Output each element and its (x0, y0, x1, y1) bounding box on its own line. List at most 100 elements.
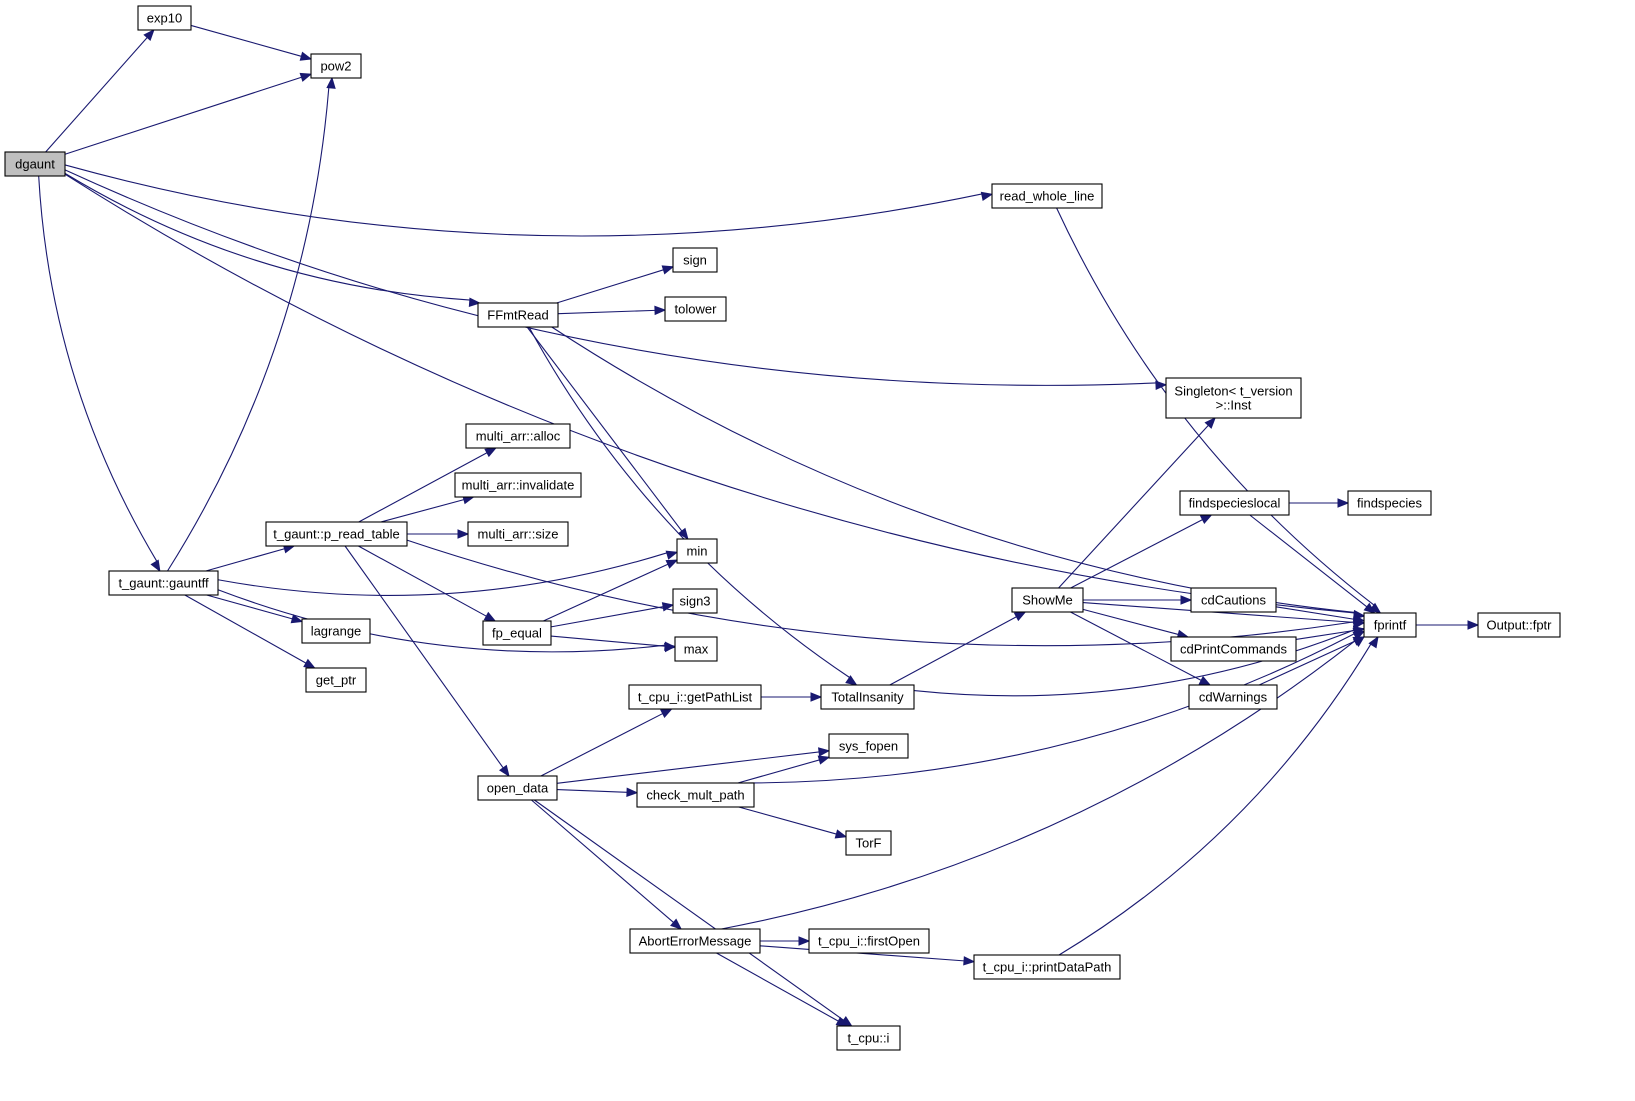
node-box[interactable] (305, 667, 367, 693)
edge-ShowMe-to-cdCautions (1082, 595, 1193, 605)
node-box[interactable] (454, 472, 582, 498)
node-box[interactable] (1170, 636, 1297, 662)
node-cdWarnings[interactable]: cdWarnings (1188, 684, 1278, 710)
arrowhead-icon (664, 641, 677, 651)
node-box[interactable] (628, 684, 762, 710)
edge-fp_equal-to-sign3 (550, 602, 675, 628)
arrowhead-icon (845, 675, 858, 686)
node-multi_arr_alloc[interactable]: multi_arr::alloc (465, 423, 571, 449)
arrowhead-icon (299, 72, 313, 82)
node-max[interactable]: max (674, 636, 718, 662)
node-read_whole_line[interactable]: read_whole_line (991, 183, 1103, 209)
node-cdPrintCommands[interactable]: cdPrintCommands (1170, 636, 1297, 662)
arrowhead-icon (290, 614, 304, 624)
node-TotalInsanity[interactable]: TotalInsanity (820, 684, 915, 710)
node-label: read_whole_line (1000, 189, 1095, 204)
node-TorF[interactable]: TorF (845, 830, 892, 856)
node-printDataPath[interactable]: t_cpu_i::printDataPath (973, 954, 1121, 980)
node-lagrange[interactable]: lagrange (301, 618, 371, 644)
node-box[interactable] (629, 928, 761, 954)
node-dgaunt[interactable]: dgaunt (4, 151, 66, 177)
edge-dgaunt-to-pow2 (64, 72, 313, 155)
node-box[interactable] (482, 620, 552, 646)
node-box[interactable] (1188, 684, 1278, 710)
node-box[interactable] (477, 775, 558, 801)
node-getPathList[interactable]: t_cpu_i::getPathList (628, 684, 762, 710)
node-pow2[interactable]: pow2 (310, 53, 362, 79)
node-box[interactable] (664, 296, 727, 322)
node-box[interactable] (265, 521, 408, 547)
node-box[interactable] (310, 53, 362, 79)
node-sign[interactable]: sign (672, 247, 718, 273)
node-box[interactable] (636, 782, 755, 808)
node-box[interactable] (672, 247, 718, 273)
edge-cdPrintCommands-to-fprintf (1295, 625, 1366, 640)
node-gauntff[interactable]: t_gaunt::gauntff (108, 570, 219, 596)
arrowhead-icon (457, 529, 470, 539)
node-min[interactable]: min (676, 538, 718, 564)
node-label: dgaunt (15, 157, 55, 172)
node-box[interactable] (820, 684, 915, 710)
arrowhead-icon (1013, 611, 1027, 622)
node-ShowMe[interactable]: ShowMe (1011, 587, 1084, 613)
node-box[interactable] (828, 733, 909, 759)
node-box[interactable] (1011, 587, 1084, 613)
node-label: lagrange (311, 624, 362, 639)
node-box[interactable] (1179, 490, 1290, 516)
node-box[interactable] (1165, 377, 1302, 419)
node-box[interactable] (676, 538, 718, 564)
node-open_data[interactable]: open_data (477, 775, 558, 801)
edge-p_read_table-to-open_data (344, 545, 510, 778)
node-firstOpen[interactable]: t_cpu_i::firstOpen (808, 928, 930, 954)
node-FFmtRead[interactable]: FFmtRead (477, 302, 559, 328)
node-sign3[interactable]: sign3 (672, 588, 718, 614)
node-box[interactable] (808, 928, 930, 954)
edge-line (64, 172, 471, 301)
arrowhead-icon (665, 550, 679, 560)
node-findspecieslocal[interactable]: findspecieslocal (1179, 490, 1290, 516)
edge-FFmtRead-to-tolower (557, 305, 667, 316)
edge-line (64, 169, 1157, 386)
node-box[interactable] (1347, 490, 1432, 516)
node-fp_equal[interactable]: fp_equal (482, 620, 552, 646)
node-box[interactable] (4, 151, 66, 177)
node-multi_arr_invalidate[interactable]: multi_arr::invalidate (454, 472, 582, 498)
node-findspecies[interactable]: findspecies (1347, 490, 1432, 516)
arrowhead-icon (1467, 620, 1480, 630)
node-p_read_table[interactable]: t_gaunt::p_read_table (265, 521, 408, 547)
node-box[interactable] (674, 636, 718, 662)
node-box[interactable] (137, 5, 192, 31)
node-box[interactable] (465, 423, 571, 449)
node-get_ptr[interactable]: get_ptr (305, 667, 367, 693)
node-exp10[interactable]: exp10 (137, 5, 192, 31)
node-output_fptr[interactable]: Output::fptr (1477, 612, 1561, 638)
node-check_mult_path[interactable]: check_mult_path (636, 782, 755, 808)
node-box[interactable] (301, 618, 371, 644)
node-box[interactable] (1477, 612, 1561, 638)
node-box[interactable] (477, 302, 559, 328)
node-box[interactable] (845, 830, 892, 856)
node-tolower[interactable]: tolower (664, 296, 727, 322)
node-box[interactable] (836, 1025, 901, 1051)
node-box[interactable] (108, 570, 219, 596)
node-AbortErrorMessage[interactable]: AbortErrorMessage (629, 928, 761, 954)
arrowhead-icon (498, 764, 510, 778)
edge-getPathList-to-TotalInsanity (760, 692, 823, 702)
node-box[interactable] (672, 588, 718, 614)
node-box[interactable] (991, 183, 1103, 209)
node-box[interactable] (1190, 587, 1277, 613)
node-box[interactable] (973, 954, 1121, 980)
edge-dgaunt-to-gauntff (38, 175, 161, 573)
node-fprintf[interactable]: fprintf (1363, 612, 1417, 638)
node-cdCautions[interactable]: cdCautions (1190, 587, 1277, 613)
edge-check_mult_path-to-sys_fopen (737, 755, 831, 784)
node-multi_arr_size[interactable]: multi_arr::size (467, 521, 569, 547)
node-label: sys_fopen (839, 739, 898, 754)
arrowhead-icon (665, 559, 679, 569)
node-sys_fopen[interactable]: sys_fopen (828, 733, 909, 759)
node-t_cpu_i[interactable]: t_cpu::i (836, 1025, 901, 1051)
node-label: t_gaunt::p_read_table (273, 527, 400, 542)
node-singleton_inst[interactable]: Singleton< t_version>::Inst (1165, 377, 1302, 419)
node-box[interactable] (467, 521, 569, 547)
node-box[interactable] (1363, 612, 1417, 638)
